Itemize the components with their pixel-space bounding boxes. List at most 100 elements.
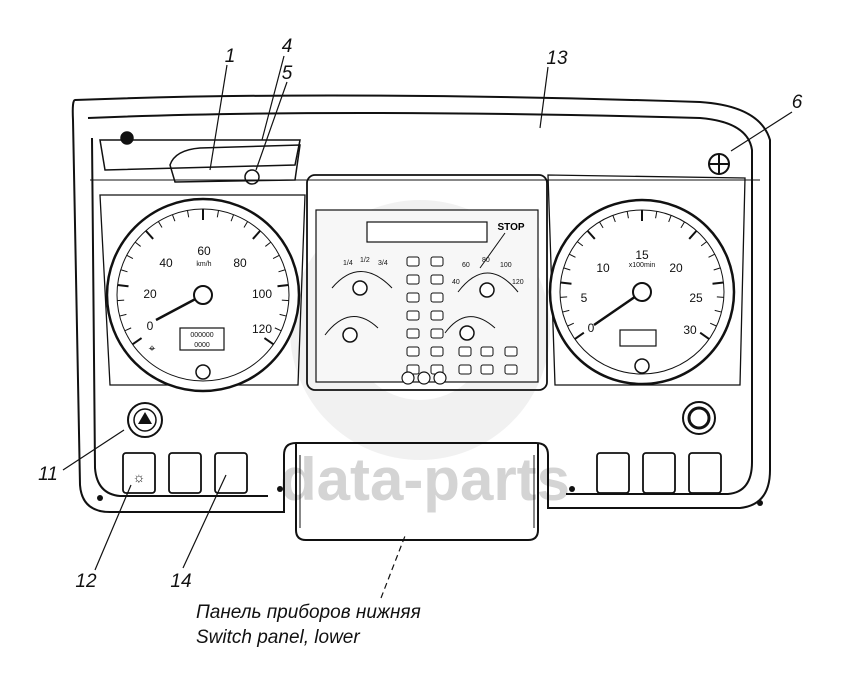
knob-6 (708, 153, 730, 175)
tachometer-tick-25: 25 (689, 291, 703, 305)
warning-lamp-icon (406, 256, 420, 267)
dial-tick (279, 313, 287, 317)
temp-tick-80: 80 (482, 257, 490, 264)
callout-5: 5 (282, 63, 293, 84)
dial-tick (145, 230, 154, 240)
temp-tick-40: 40 (452, 279, 460, 286)
speedometer-tick-20: 20 (143, 287, 157, 301)
speedometer-tick-100: 100 (252, 287, 272, 301)
warning-lamp-icon (458, 346, 472, 357)
hazard-button (127, 402, 163, 438)
tachometer-unit: x100min (629, 262, 656, 269)
dial-tick (263, 337, 275, 346)
triangle-icon (138, 412, 152, 424)
panel-bottom-buttons (401, 371, 447, 385)
oil-pressure-gauge (342, 327, 358, 343)
speedometer-tick-40: 40 (159, 256, 173, 270)
warning-lamp-icon (430, 328, 444, 339)
dial-tick (700, 241, 707, 247)
dial-tick (680, 221, 685, 229)
callout-4: 4 (282, 36, 293, 57)
sun-icon: ☼ (133, 469, 146, 485)
switch-12 (122, 452, 156, 494)
dial-tick (713, 267, 721, 271)
dial-tick (277, 284, 289, 288)
dial-tick (562, 309, 570, 313)
speedometer-tick-0: 0 (147, 319, 154, 333)
dial-tick (186, 210, 190, 218)
crosshair-icon: ⌖ (149, 341, 156, 355)
dial-tick (131, 337, 143, 346)
dial-tick (688, 230, 698, 240)
switch-2 (168, 452, 202, 494)
warning-lamp-icon (406, 328, 420, 339)
callout-12: 12 (75, 571, 97, 592)
odometer-top: 000000 (190, 332, 213, 339)
warning-lamp-icon (406, 292, 420, 303)
watermark-text: data-parts (280, 446, 570, 513)
warning-lamp-icon (406, 310, 420, 321)
fuel-tick-three-quarter: 3/4 (378, 260, 388, 267)
dashboard-housing (71, 94, 771, 541)
dial-tick (117, 284, 129, 288)
dial-tick (612, 215, 616, 223)
dial-tick (265, 241, 272, 247)
dial-tick (560, 281, 572, 285)
speedometer-tick-marks (117, 209, 289, 346)
speedometer-tick-120: 120 (252, 322, 272, 336)
dial-tick (120, 269, 128, 273)
temp-tick-60: 60 (462, 262, 470, 269)
dial-tick (272, 254, 280, 259)
callout-6: 6 (792, 92, 803, 113)
air-pressure-gauge (459, 325, 475, 341)
warning-lamp-icon (406, 346, 420, 357)
warning-lamp-icon (430, 274, 444, 285)
caption-english: Switch panel, lower (196, 627, 360, 648)
dial-tick (708, 253, 715, 258)
callout-1: 1 (225, 46, 236, 67)
leader-lines (62, 55, 793, 599)
odometer-bottom: 0000 (194, 342, 210, 349)
switch-14 (214, 452, 248, 494)
caption-russian: Панель приборов нижняя (196, 602, 421, 623)
warning-lamp-icon (480, 364, 494, 375)
dial-tick (712, 281, 724, 285)
dial-tick (230, 214, 235, 222)
dial-tick (157, 221, 163, 228)
warning-lamp-icon (430, 292, 444, 303)
temp-tick-120: 120 (512, 279, 524, 286)
odometer-display (179, 327, 225, 351)
speedometer-tick-80: 80 (233, 256, 247, 270)
fuel-gauge: 1/4 1/2 3/4 (331, 257, 393, 296)
dial-tick (119, 313, 127, 317)
stop-label: STOP (497, 222, 524, 233)
center-lcd (366, 221, 488, 243)
dial-tick (124, 327, 132, 332)
warning-lamp-icon (504, 364, 518, 375)
speedometer: 0 20 40 60 80 100 120 km/h 000000 0000 ⌖ (99, 194, 306, 393)
dial-tick (655, 211, 658, 219)
dial-tick (586, 230, 596, 240)
warning-lamp-icon (504, 346, 518, 357)
tachometer-tick-30: 30 (683, 323, 697, 337)
temp-tick-100: 100 (500, 262, 512, 269)
tachometer: 0 5 10 15 20 25 30 x100min (547, 174, 746, 386)
tachometer-tick-marks (560, 210, 724, 340)
ignition-knob (682, 401, 716, 435)
dial-tick (274, 327, 282, 332)
callout-13: 13 (546, 48, 568, 69)
dial-tick (563, 267, 571, 271)
switch-row-left: ☼ (122, 452, 248, 494)
fuel-tick-quarter: 1/4 (343, 260, 353, 267)
dial-tick (567, 322, 575, 327)
dial-tick (714, 309, 722, 313)
dial-tick (216, 210, 220, 218)
dial-tick (252, 230, 261, 240)
switch-row-right (596, 452, 722, 494)
dial-tick (699, 331, 710, 340)
tachometer-tick-10: 10 (596, 261, 610, 275)
dial-tick (126, 254, 134, 259)
dial-tick (278, 269, 286, 273)
warning-lamp-icon (458, 364, 472, 375)
